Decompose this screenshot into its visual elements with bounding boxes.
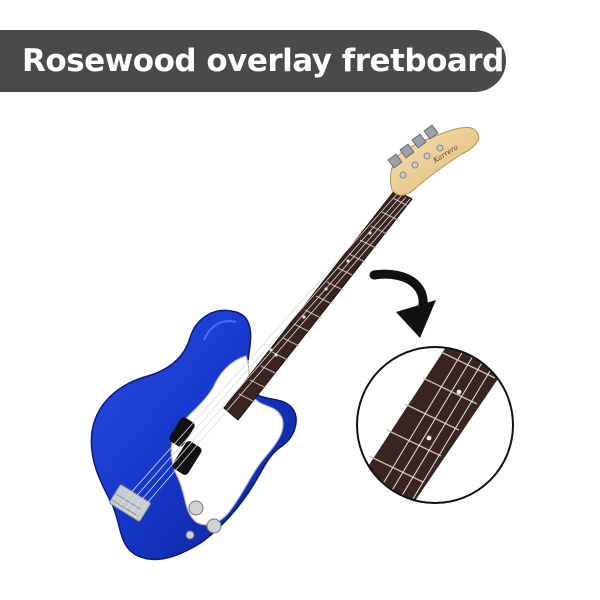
control-knobs bbox=[185, 500, 222, 540]
curved-arrow-icon bbox=[369, 269, 436, 338]
title-banner: Rosewood overlay fretboard bbox=[0, 30, 506, 92]
headstock: Karrera bbox=[387, 124, 480, 196]
strings bbox=[119, 192, 411, 518]
magnifier-circle-icon bbox=[356, 346, 514, 504]
banner-title: Rosewood overlay fretboard bbox=[22, 43, 504, 79]
tuning-pegs bbox=[387, 124, 439, 169]
pickup bbox=[169, 417, 202, 475]
